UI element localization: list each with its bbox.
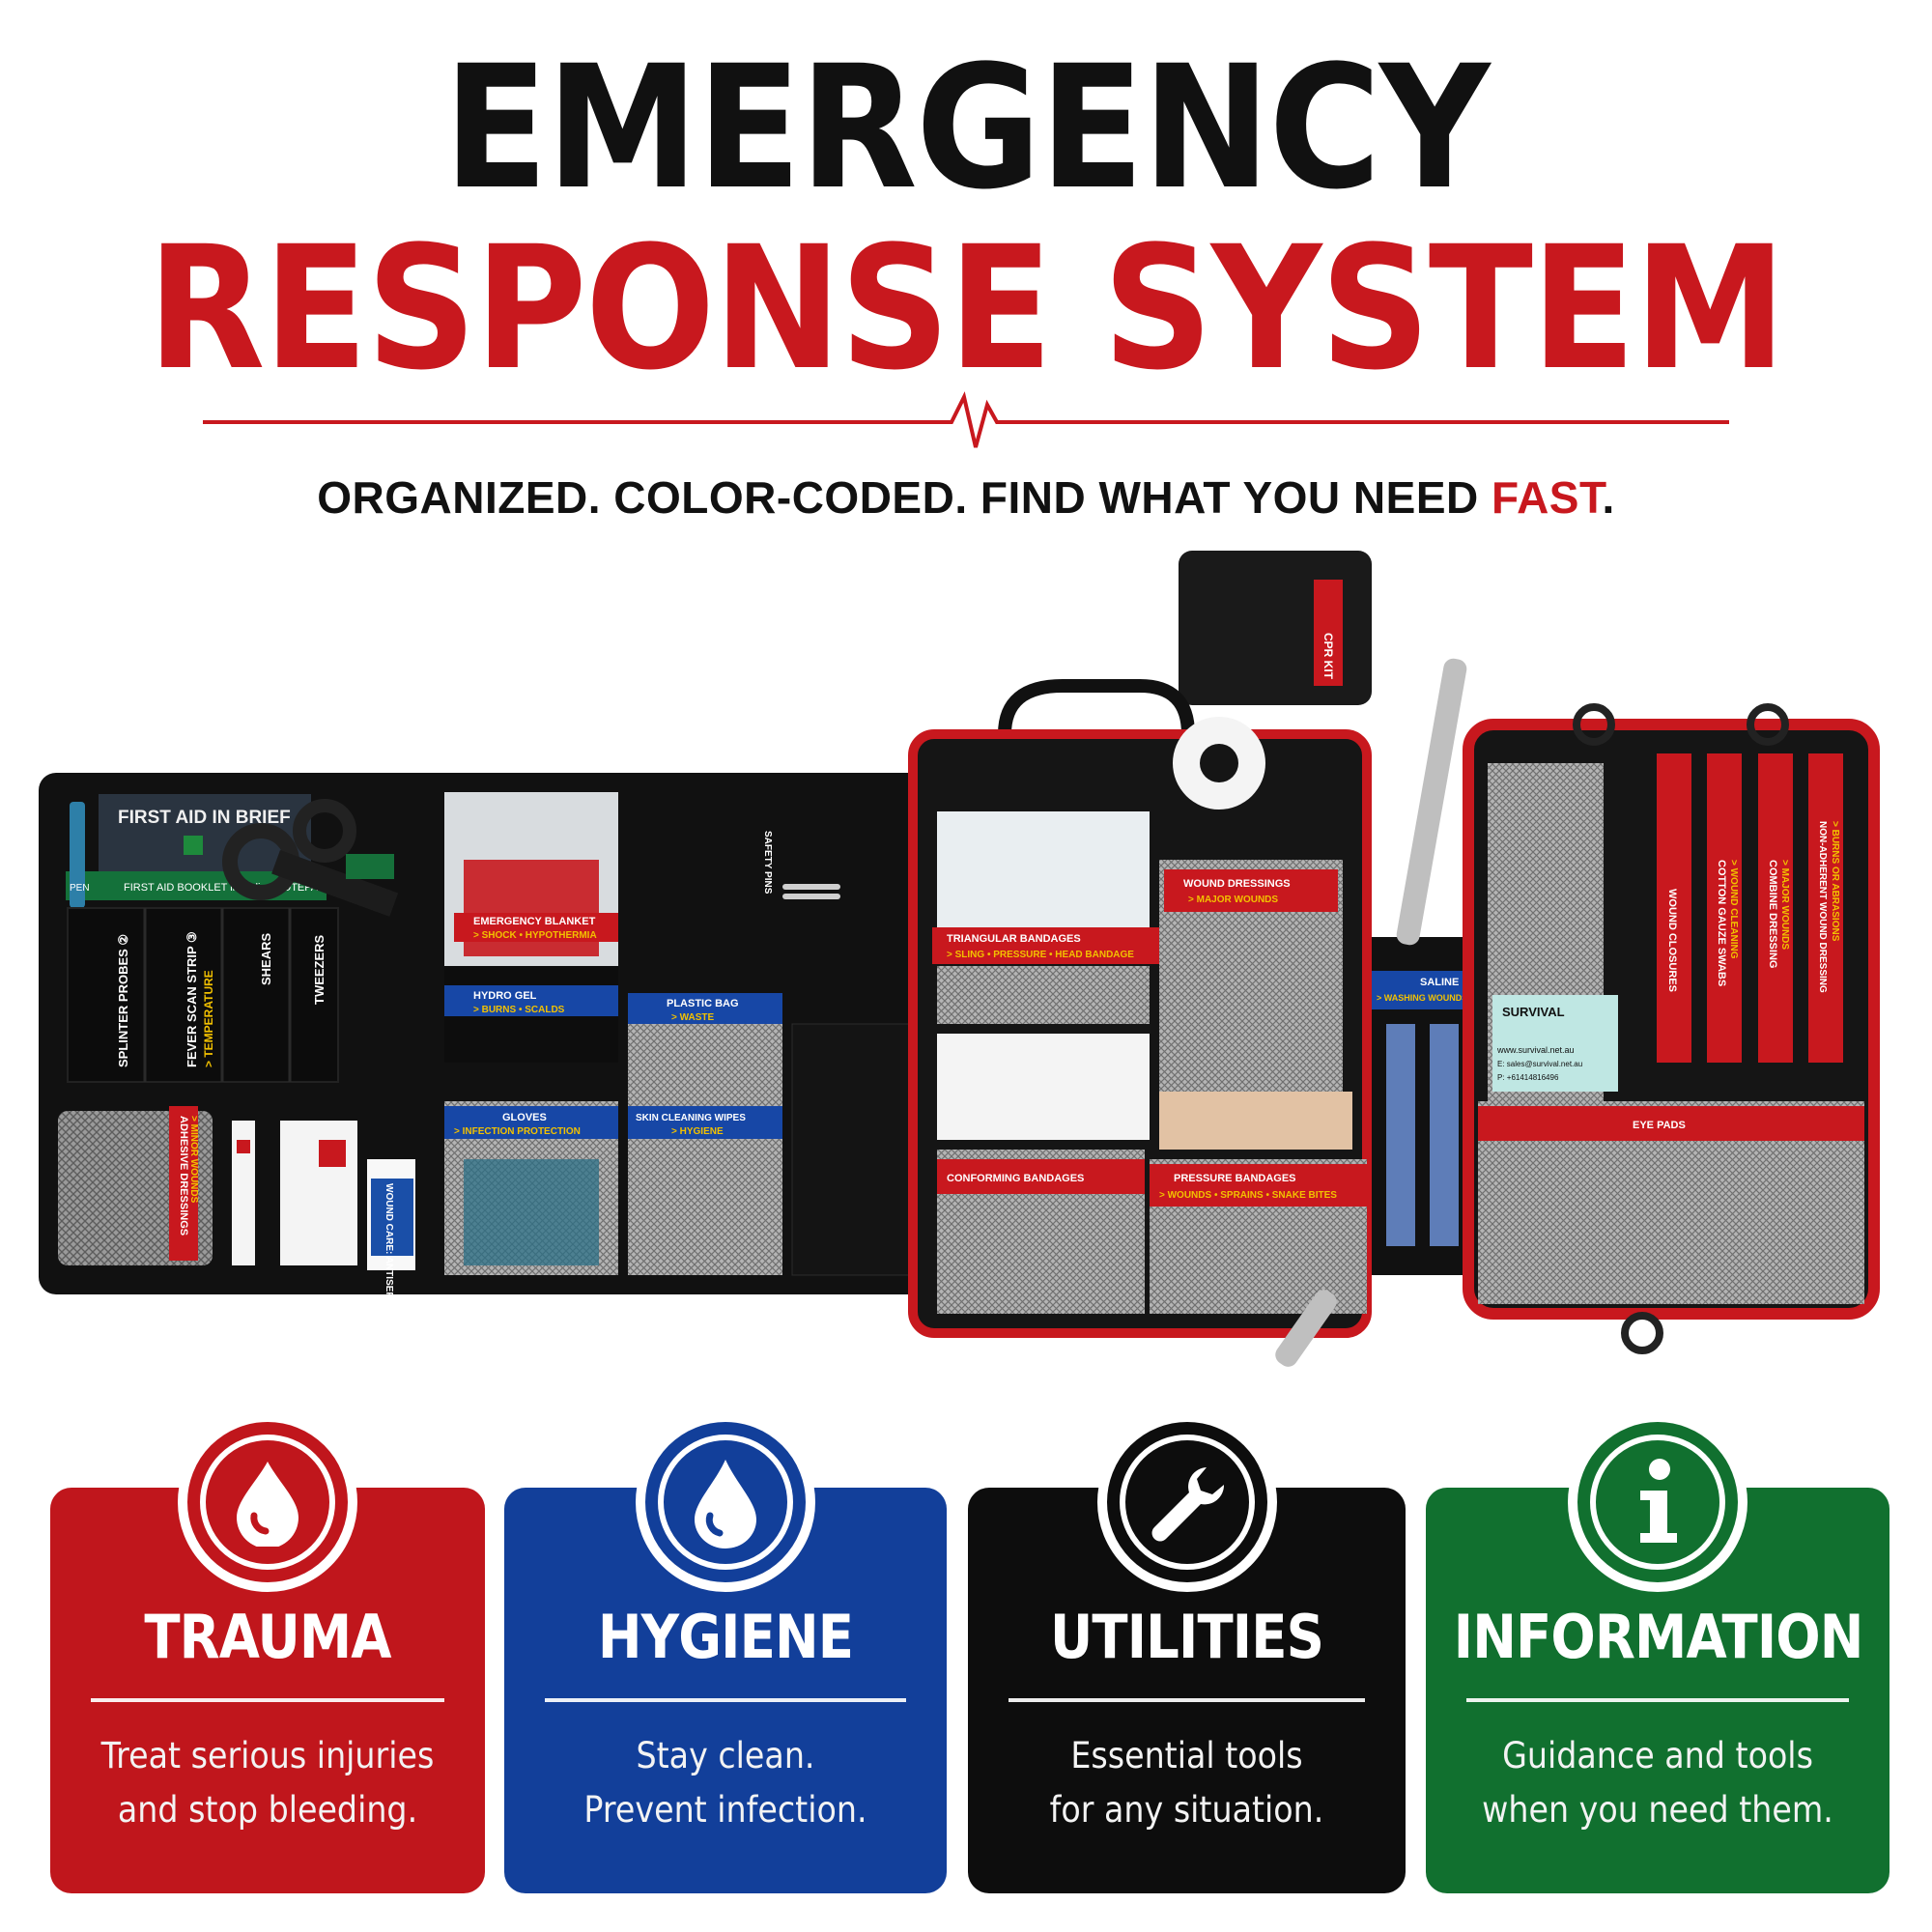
blood-drop-icon — [237, 1462, 298, 1547]
booklet-title: FIRST AID IN BRIEF — [118, 808, 291, 828]
headline-emergency: EMERGENCY — [443, 29, 1490, 227]
hygiene-description: Stay clean. Prevent infection. — [583, 1735, 867, 1831]
adhesive-dressings-pocket: ADHESIVE DRESSINGS > MINOR WOUNDS WOUND … — [58, 1106, 415, 1314]
web-label: www.survival.net.au — [1496, 1045, 1575, 1055]
pen-label: PEN — [70, 883, 90, 894]
cpr-kit-pouch: CPR KIT — [1179, 551, 1372, 705]
information-divider — [1466, 1698, 1849, 1702]
kit-illustration: CPR KIT FIRST AID IN BRIEF FIRST AID BOO… — [39, 551, 1880, 1367]
info-icon — [1640, 1459, 1677, 1543]
eye-pads-pocket: EYE PADS — [1478, 1101, 1864, 1304]
first-aid-kit-image: CPR KIT FIRST AID IN BRIEF FIRST AID BOO… — [39, 541, 1893, 1372]
hygiene-divider — [545, 1698, 906, 1702]
cpr-label: CPR KIT — [1321, 633, 1335, 680]
tagline: ORGANIZED. COLOR-CODED. FIND WHAT YOU NE… — [317, 472, 1615, 523]
d-ring-left — [1573, 703, 1615, 746]
d-ring-bottom — [1621, 1312, 1663, 1354]
safety-pins: SAFETY PINS — [762, 831, 840, 899]
trauma-description: Treat serious injuries and stop bleeding… — [100, 1735, 435, 1831]
email-label: E: sales@survival.net.au — [1497, 1060, 1582, 1068]
headline-response-system: RESPONSE SYSTEM — [147, 210, 1787, 408]
carabiner-bottom — [1275, 1290, 1337, 1367]
adhesive-label: ADHESIVE DRESSINGS — [178, 1116, 189, 1236]
information-title: INFORMATION — [1453, 1602, 1864, 1672]
pressure-sub: > WOUNDS • SPRAINS • SNAKE BITES — [1159, 1190, 1337, 1201]
utilities-divider — [1009, 1698, 1365, 1702]
pressure-label: PRESSURE BANDAGES — [1174, 1173, 1296, 1184]
gloves-sub: > INFECTION PROTECTION — [454, 1126, 581, 1137]
wound-closures-label: WOUND CLOSURES — [1666, 889, 1678, 992]
trauma-divider — [91, 1698, 444, 1702]
card-utilities: UTILITIES Essential tools for any situat… — [968, 1412, 1406, 1893]
hydro-gel-sub: > BURNS • SCALDS — [473, 1005, 565, 1015]
shears-label: SHEARS — [259, 932, 273, 985]
conforming-bandages-pocket: CONFORMING BANDAGES — [937, 1150, 1145, 1314]
wound-care-label: WOUND CARE: ANTISEPTIC — [384, 1183, 394, 1314]
tagline-accent: FAST — [1492, 472, 1603, 523]
information-badge — [1568, 1412, 1747, 1592]
triangular-sub: > SLING • PRESSURE • HEAD BANDAGE — [947, 950, 1134, 960]
non-adherent-label: NON-ADHERENT WOUND DRESSING — [1817, 821, 1828, 993]
skin-wipes-pocket: SKIN CLEANING WIPES > HYGIENE — [628, 1101, 782, 1275]
conforming-label: CONFORMING BANDAGES — [947, 1173, 1084, 1184]
plastic-bag-sub: > WASTE — [671, 1012, 715, 1023]
fever-scan-sub: > TEMPERATURE — [202, 970, 215, 1067]
heartbeat-divider — [203, 391, 1729, 448]
card-information: INFORMATION Guidance and tools when you … — [1426, 1412, 1889, 1893]
survival-label-card: SURVIVAL www.survival.net.au E: sales@su… — [1492, 995, 1618, 1092]
hygiene-badge — [636, 1412, 815, 1592]
non-adherent-sub: > BURNS OR ABRASIONS — [1830, 821, 1840, 942]
cotton-gauze-sub: > WOUND CLEANING — [1728, 860, 1739, 959]
fever-scan-label: FEVER SCAN STRIP ③ — [185, 931, 199, 1067]
hydro-gel-pocket: HYDRO GEL > BURNS • SCALDS — [444, 966, 618, 1063]
wound-dressings-label: WOUND DRESSINGS — [1183, 878, 1291, 890]
tweezers-label: TWEEZERS — [312, 934, 327, 1005]
wrench-icon — [1151, 1467, 1224, 1542]
gloves-label: GLOVES — [502, 1112, 547, 1123]
safety-pins-label: SAFETY PINS — [762, 831, 773, 895]
carry-handle — [998, 679, 1195, 735]
phone-label: P: +61414816496 — [1497, 1073, 1559, 1082]
trauma-title: TRAUMA — [144, 1602, 391, 1672]
skin-wipes-sub: > HYGIENE — [671, 1126, 724, 1137]
hydro-gel-label: HYDRO GEL — [473, 990, 537, 1002]
hygiene-title: HYGIENE — [597, 1602, 854, 1672]
triangular-bandages-pocket: TRIANGULAR BANDAGES > SLING • PRESSURE •… — [932, 811, 1169, 1140]
adhesive-sub: > MINOR WOUNDS — [188, 1116, 199, 1204]
emergency-blanket-sub: > SHOCK • HYPOTHERMIA — [473, 930, 597, 941]
cotton-gauze-label: COTTON GAUZE SWABS — [1716, 860, 1727, 986]
triangular-label: TRIANGULAR BANDAGES — [947, 933, 1081, 945]
plastic-bag-pocket: PLASTIC BAG > WASTE — [628, 993, 782, 1101]
carabiner-top — [1396, 658, 1467, 946]
utilities-description: Essential tools for any situation. — [1049, 1735, 1324, 1831]
emergency-blanket-label: EMERGENCY BLANKET — [473, 916, 596, 927]
wound-dressings-pocket: WOUND DRESSINGS > MAJOR WOUNDS — [1159, 860, 1352, 1150]
combine-label: COMBINE DRESSING — [1767, 860, 1778, 968]
saline-sub: > WASHING WOUNDS • IRRIGATING EYE — [1377, 993, 1546, 1003]
card-trauma: TRAUMA Treat serious injuries and stop b… — [50, 1412, 485, 1893]
d-ring-right — [1747, 703, 1789, 746]
wound-dressings-sub: > MAJOR WOUNDS — [1188, 895, 1278, 905]
utilities-badge — [1096, 1412, 1277, 1592]
shears — [222, 799, 399, 917]
information-description: Guidance and tools when you need them. — [1482, 1735, 1833, 1831]
saline-label: SALINE — [1420, 977, 1459, 988]
tape-roll — [1173, 717, 1265, 810]
eye-pads-label: EYE PADS — [1633, 1120, 1686, 1131]
water-drop-icon — [695, 1460, 756, 1548]
booklet-strap-label: FIRST AID BOOKLET including NOTEPAD — [124, 882, 326, 894]
brand-label: SURVIVAL — [1502, 1005, 1565, 1019]
splinter-probes-label: SPLINTER PROBES ② — [116, 934, 130, 1067]
tool-pockets: SPLINTER PROBES ② FEVER SCAN STRIP ③ > T… — [67, 907, 339, 1083]
combine-sub: > MAJOR WOUNDS — [1779, 860, 1790, 950]
right-straps: WOUND CLOSURES COTTON GAUZE SWABS > WOUN… — [1657, 753, 1843, 1063]
gloves-pocket: GLOVES > INFECTION PROTECTION — [444, 1101, 618, 1275]
skin-wipes-label: SKIN CLEANING WIPES — [636, 1113, 746, 1123]
pressure-bandages-pocket: PRESSURE BANDAGES > WOUNDS • SPRAINS • S… — [1150, 1159, 1367, 1314]
trauma-badge — [178, 1412, 357, 1592]
emergency-blanket-pocket: EMERGENCY BLANKET > SHOCK • HYPOTHERMIA — [444, 792, 618, 966]
plastic-bag-label: PLASTIC BAG — [667, 998, 739, 1009]
utilities-title: UTILITIES — [1049, 1602, 1324, 1672]
card-hygiene: HYGIENE Stay clean. Prevent infection. — [504, 1412, 947, 1893]
